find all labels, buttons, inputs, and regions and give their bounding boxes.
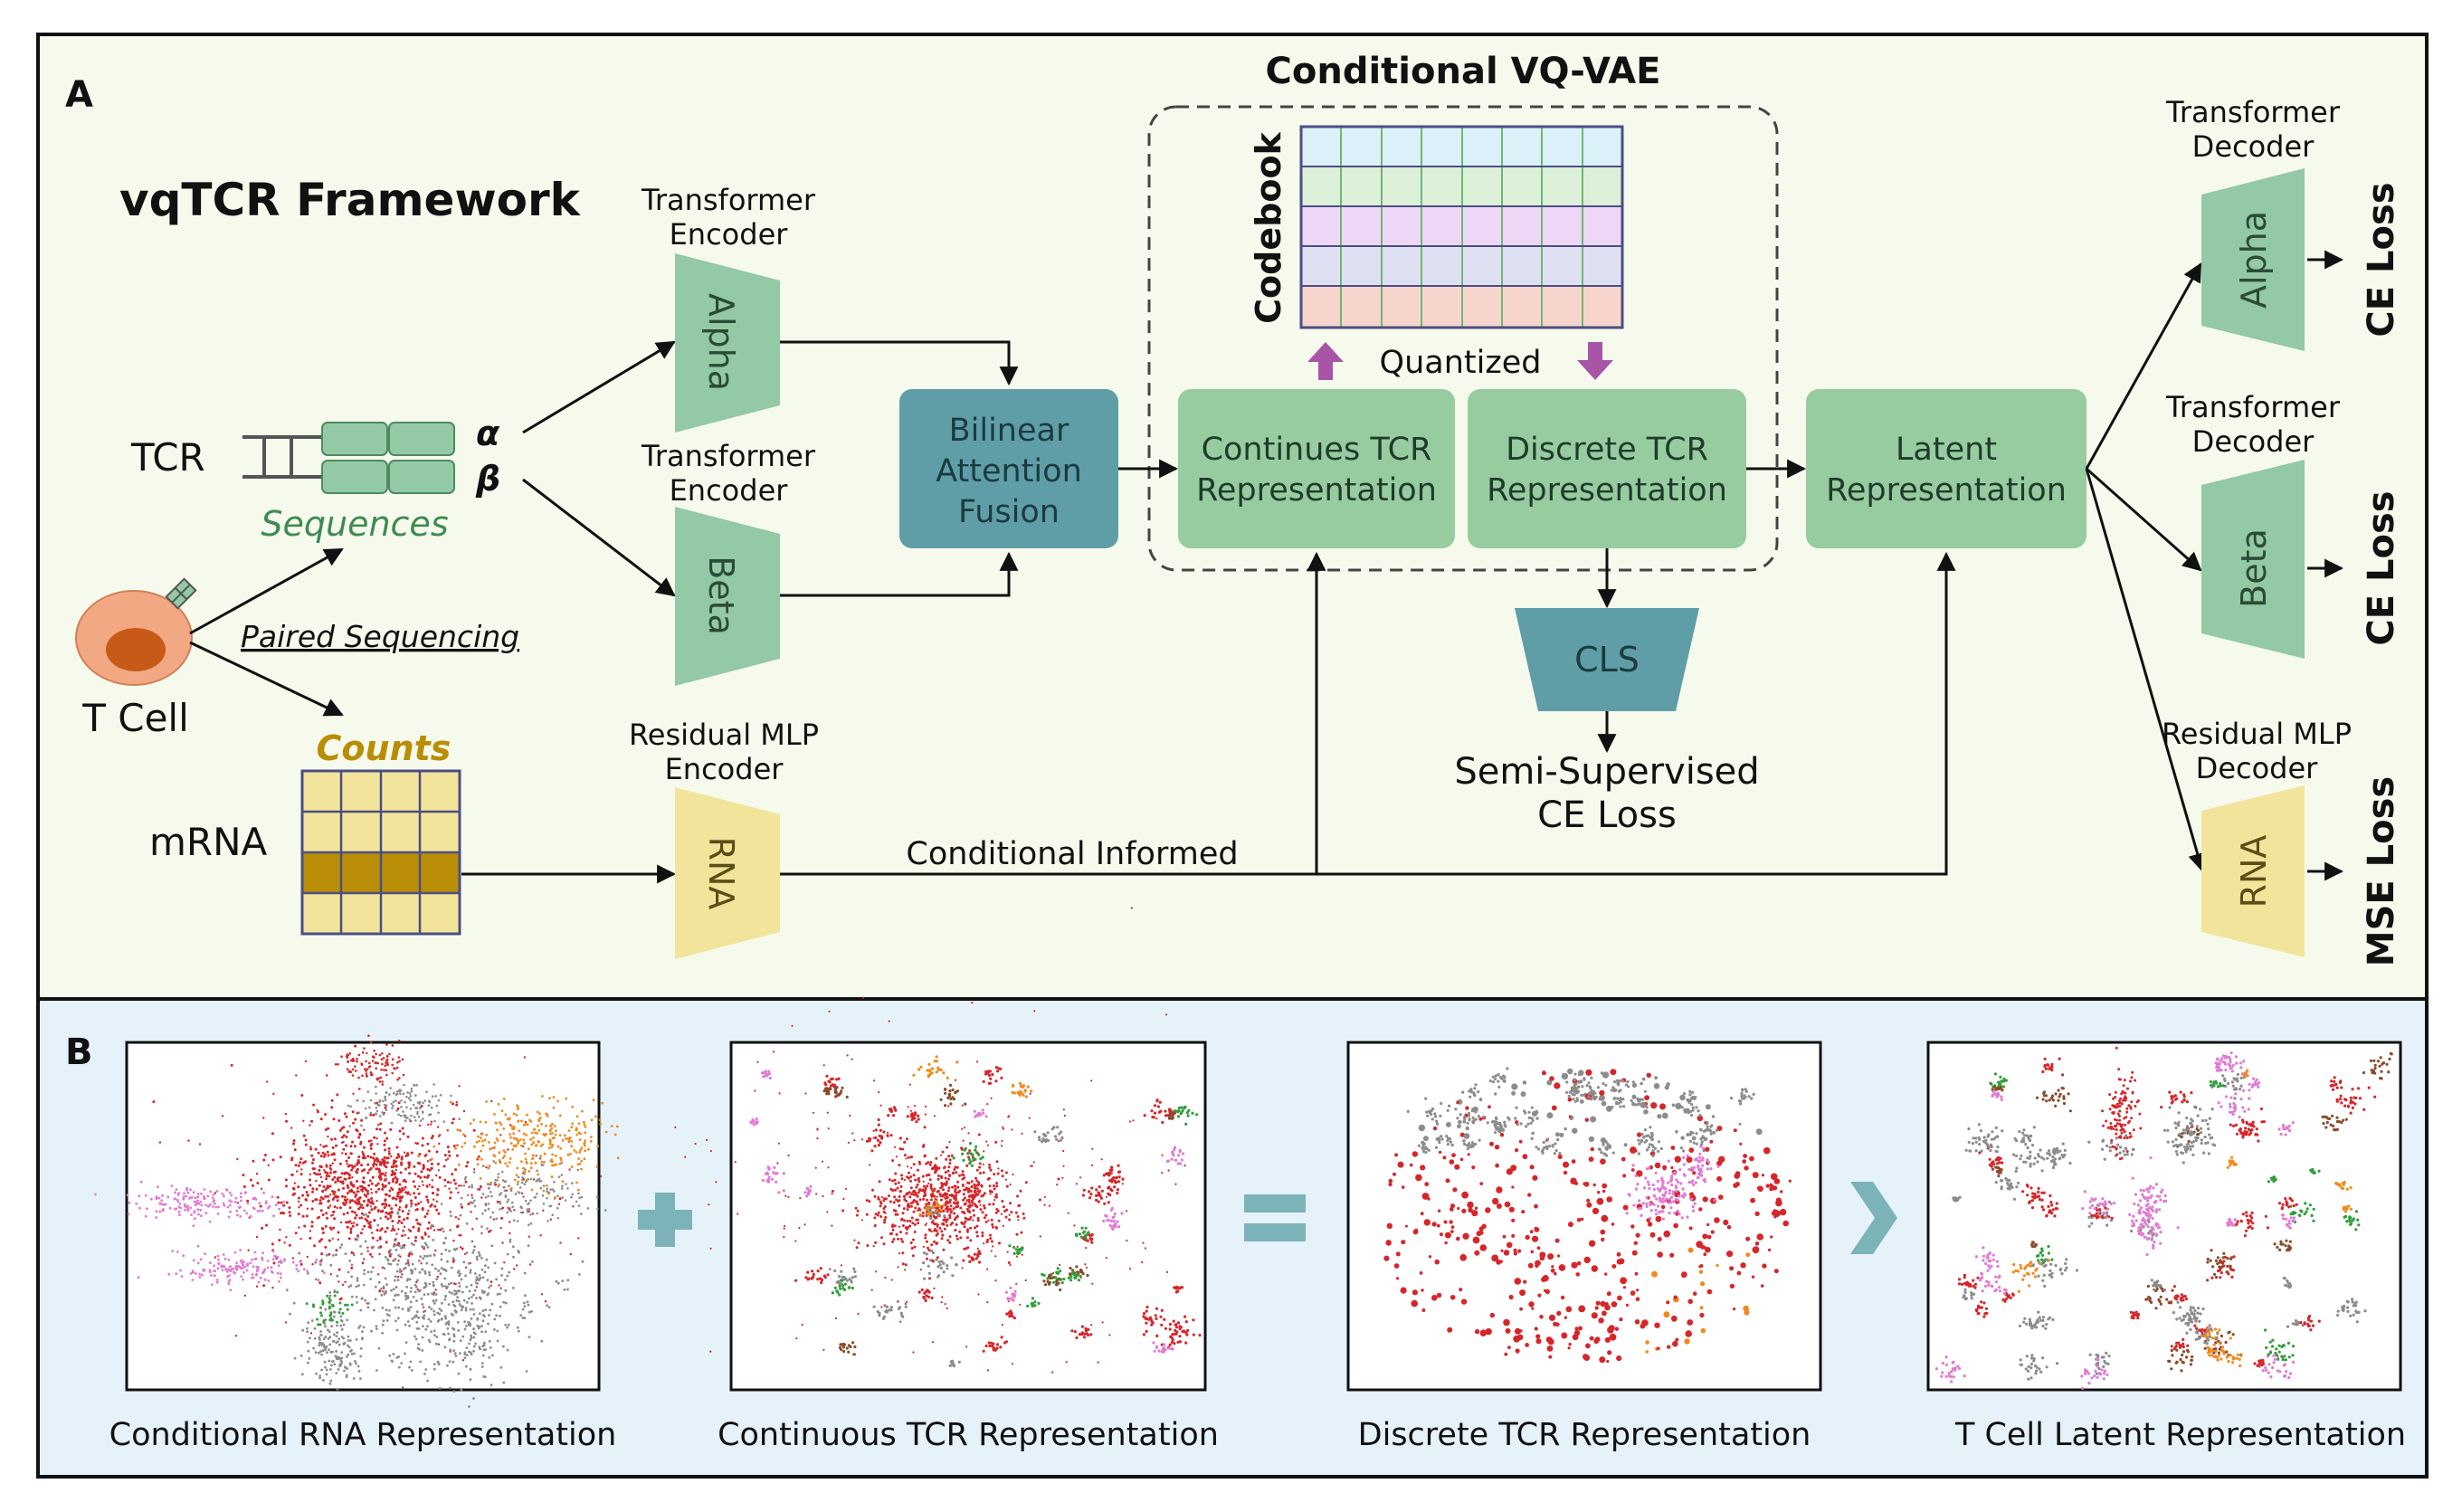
mrna-label: mRNA [149, 820, 268, 864]
arrow-latent-to-rna-decoder [2085, 468, 2207, 873]
equals-icon [1244, 1194, 1306, 1241]
svg-text:Bilinear: Bilinear [949, 413, 1069, 449]
latent-umap-frame [1926, 1041, 2402, 1392]
decoder-alpha: Transformer Decoder Alpha [2165, 95, 2341, 351]
arrow-alpha-enc-to-fusion [780, 340, 1019, 386]
svg-text:Attention: Attention [936, 453, 1082, 490]
svg-text:Alpha: Alpha [701, 293, 741, 391]
svg-text:Representation: Representation [1487, 472, 1727, 509]
svg-text:Representation: Representation [1826, 472, 2067, 509]
bilinear-attention-fusion-box: Bilinear Attention Fusion [899, 389, 1118, 548]
arrow-cell-to-tcr [189, 547, 344, 635]
svg-text:CLS: CLS [1574, 640, 1640, 680]
panel-a-label: A [65, 74, 93, 116]
encoder-beta: Transformer Encoder Beta [641, 439, 816, 686]
decoder-beta: Transformer Decoder Beta [2165, 390, 2341, 659]
paired-sequencing-label: Paired Sequencing [241, 619, 519, 654]
tcr-ladder [242, 435, 326, 479]
svg-text:Residual MLP: Residual MLP [629, 718, 819, 752]
counts-label: Counts [317, 728, 452, 768]
discrete-tcr-representation-box: Discrete TCR Representation [1468, 389, 1746, 548]
tcr-sequence-blocks [321, 422, 455, 494]
quantized-up-arrow [1307, 342, 1344, 380]
quantized-down-arrow [1577, 342, 1613, 380]
svg-text:Transformer: Transformer [641, 439, 816, 473]
svg-text:Transformer: Transformer [2165, 95, 2341, 129]
svg-text:Encoder: Encoder [665, 752, 784, 786]
conditional-informed-label: Conditional Informed [906, 836, 1238, 872]
svg-text:RNA: RNA [2234, 835, 2274, 908]
caption-latent: T Cell Latent Representation [1954, 1417, 2406, 1453]
svg-text:Representation: Representation [1196, 472, 1437, 509]
arrow-beta-to-encoder [522, 478, 676, 597]
counts-grid [300, 769, 461, 936]
codebook-label: Codebook [1249, 131, 1288, 323]
plus-icon [638, 1193, 692, 1247]
svg-text:Decoder: Decoder [2192, 424, 2315, 459]
svg-text:RNA: RNA [701, 837, 741, 910]
arrow-latent-to-alpha-decoder [2085, 262, 2202, 470]
continues-tcr-representation-box: Continues TCR Representation [1178, 389, 1455, 548]
caption-continuous: Continuous TCR Representation [718, 1417, 1219, 1453]
panel-b: B Conditional RNA Representation Continu… [36, 907, 2429, 1479]
tcr-label: TCR [130, 435, 205, 480]
codebook-grid [1299, 125, 1624, 329]
svg-text:Beta: Beta [2234, 528, 2274, 608]
sequences-label: Sequences [261, 504, 448, 544]
svg-text:Transformer: Transformer [641, 183, 816, 217]
panel-b-label: B [65, 1032, 93, 1073]
rna-mse-loss: MSE Loss [2361, 776, 2402, 966]
arrow-beta-enc-to-fusion [780, 551, 1019, 597]
chevron-right-icon [1850, 1182, 1897, 1254]
panel-a: A vqTCR Framework Conditional VQ-VAE [36, 33, 2429, 1001]
caption-discrete: Discrete TCR Representation [1358, 1417, 1811, 1453]
cls-classifier: CLS [1515, 608, 1699, 711]
arrow-alpha-to-encoder [522, 340, 676, 434]
latent-representation-box: Latent Representation [1806, 389, 2087, 548]
svg-text:Alpha: Alpha [2234, 211, 2274, 309]
svg-text:Latent: Latent [1896, 432, 1997, 468]
svg-text:Decoder: Decoder [2196, 751, 2319, 785]
caption-rna: Conditional RNA Representation [109, 1417, 617, 1453]
encoder-rna: Residual MLP Encoder RNA [629, 718, 819, 959]
quantized-label: Quantized [1380, 345, 1542, 381]
svg-text:Discrete TCR: Discrete TCR [1506, 432, 1708, 468]
svg-text:Encoder: Encoder [670, 217, 789, 252]
arrow-cell-to-counts [189, 641, 344, 717]
tcell-label: T Cell [81, 696, 189, 740]
arrow-rna-to-latent [780, 551, 1956, 876]
beta-symbol: β [475, 459, 500, 499]
svg-text:Beta: Beta [701, 556, 741, 635]
semi-supervised-loss-line1: Semi-Supervised [1454, 751, 1759, 793]
t-cell-icon [75, 577, 197, 686]
svg-text:Continues TCR: Continues TCR [1202, 432, 1432, 468]
beta-ce-loss: CE Loss [2361, 490, 2402, 645]
svg-text:Transformer: Transformer [2165, 390, 2341, 424]
umap-scatter-layer [94, 907, 2393, 1408]
decoder-rna: Residual MLP Decoder RNA [2162, 717, 2352, 957]
encoder-alpha: Transformer Encoder Alpha [641, 183, 816, 433]
svg-text:Decoder: Decoder [2192, 129, 2315, 164]
svg-text:Fusion: Fusion [958, 494, 1060, 530]
alpha-ce-loss: CE Loss [2361, 182, 2402, 337]
semi-supervised-loss-line2: CE Loss [1537, 794, 1677, 836]
vq-vae-group [1147, 105, 1779, 572]
arrow-latent-to-beta-decoder [2086, 467, 2202, 572]
vq-vae-title: Conditional VQ-VAE [1266, 51, 1661, 92]
svg-text:Encoder: Encoder [670, 473, 789, 508]
alpha-symbol: α [476, 414, 500, 453]
continuous-umap-frame [729, 1041, 1207, 1392]
framework-title: vqTCR Framework [119, 174, 582, 226]
discrete-umap-frame [1346, 1041, 1822, 1392]
svg-text:Residual MLP: Residual MLP [2162, 717, 2352, 751]
